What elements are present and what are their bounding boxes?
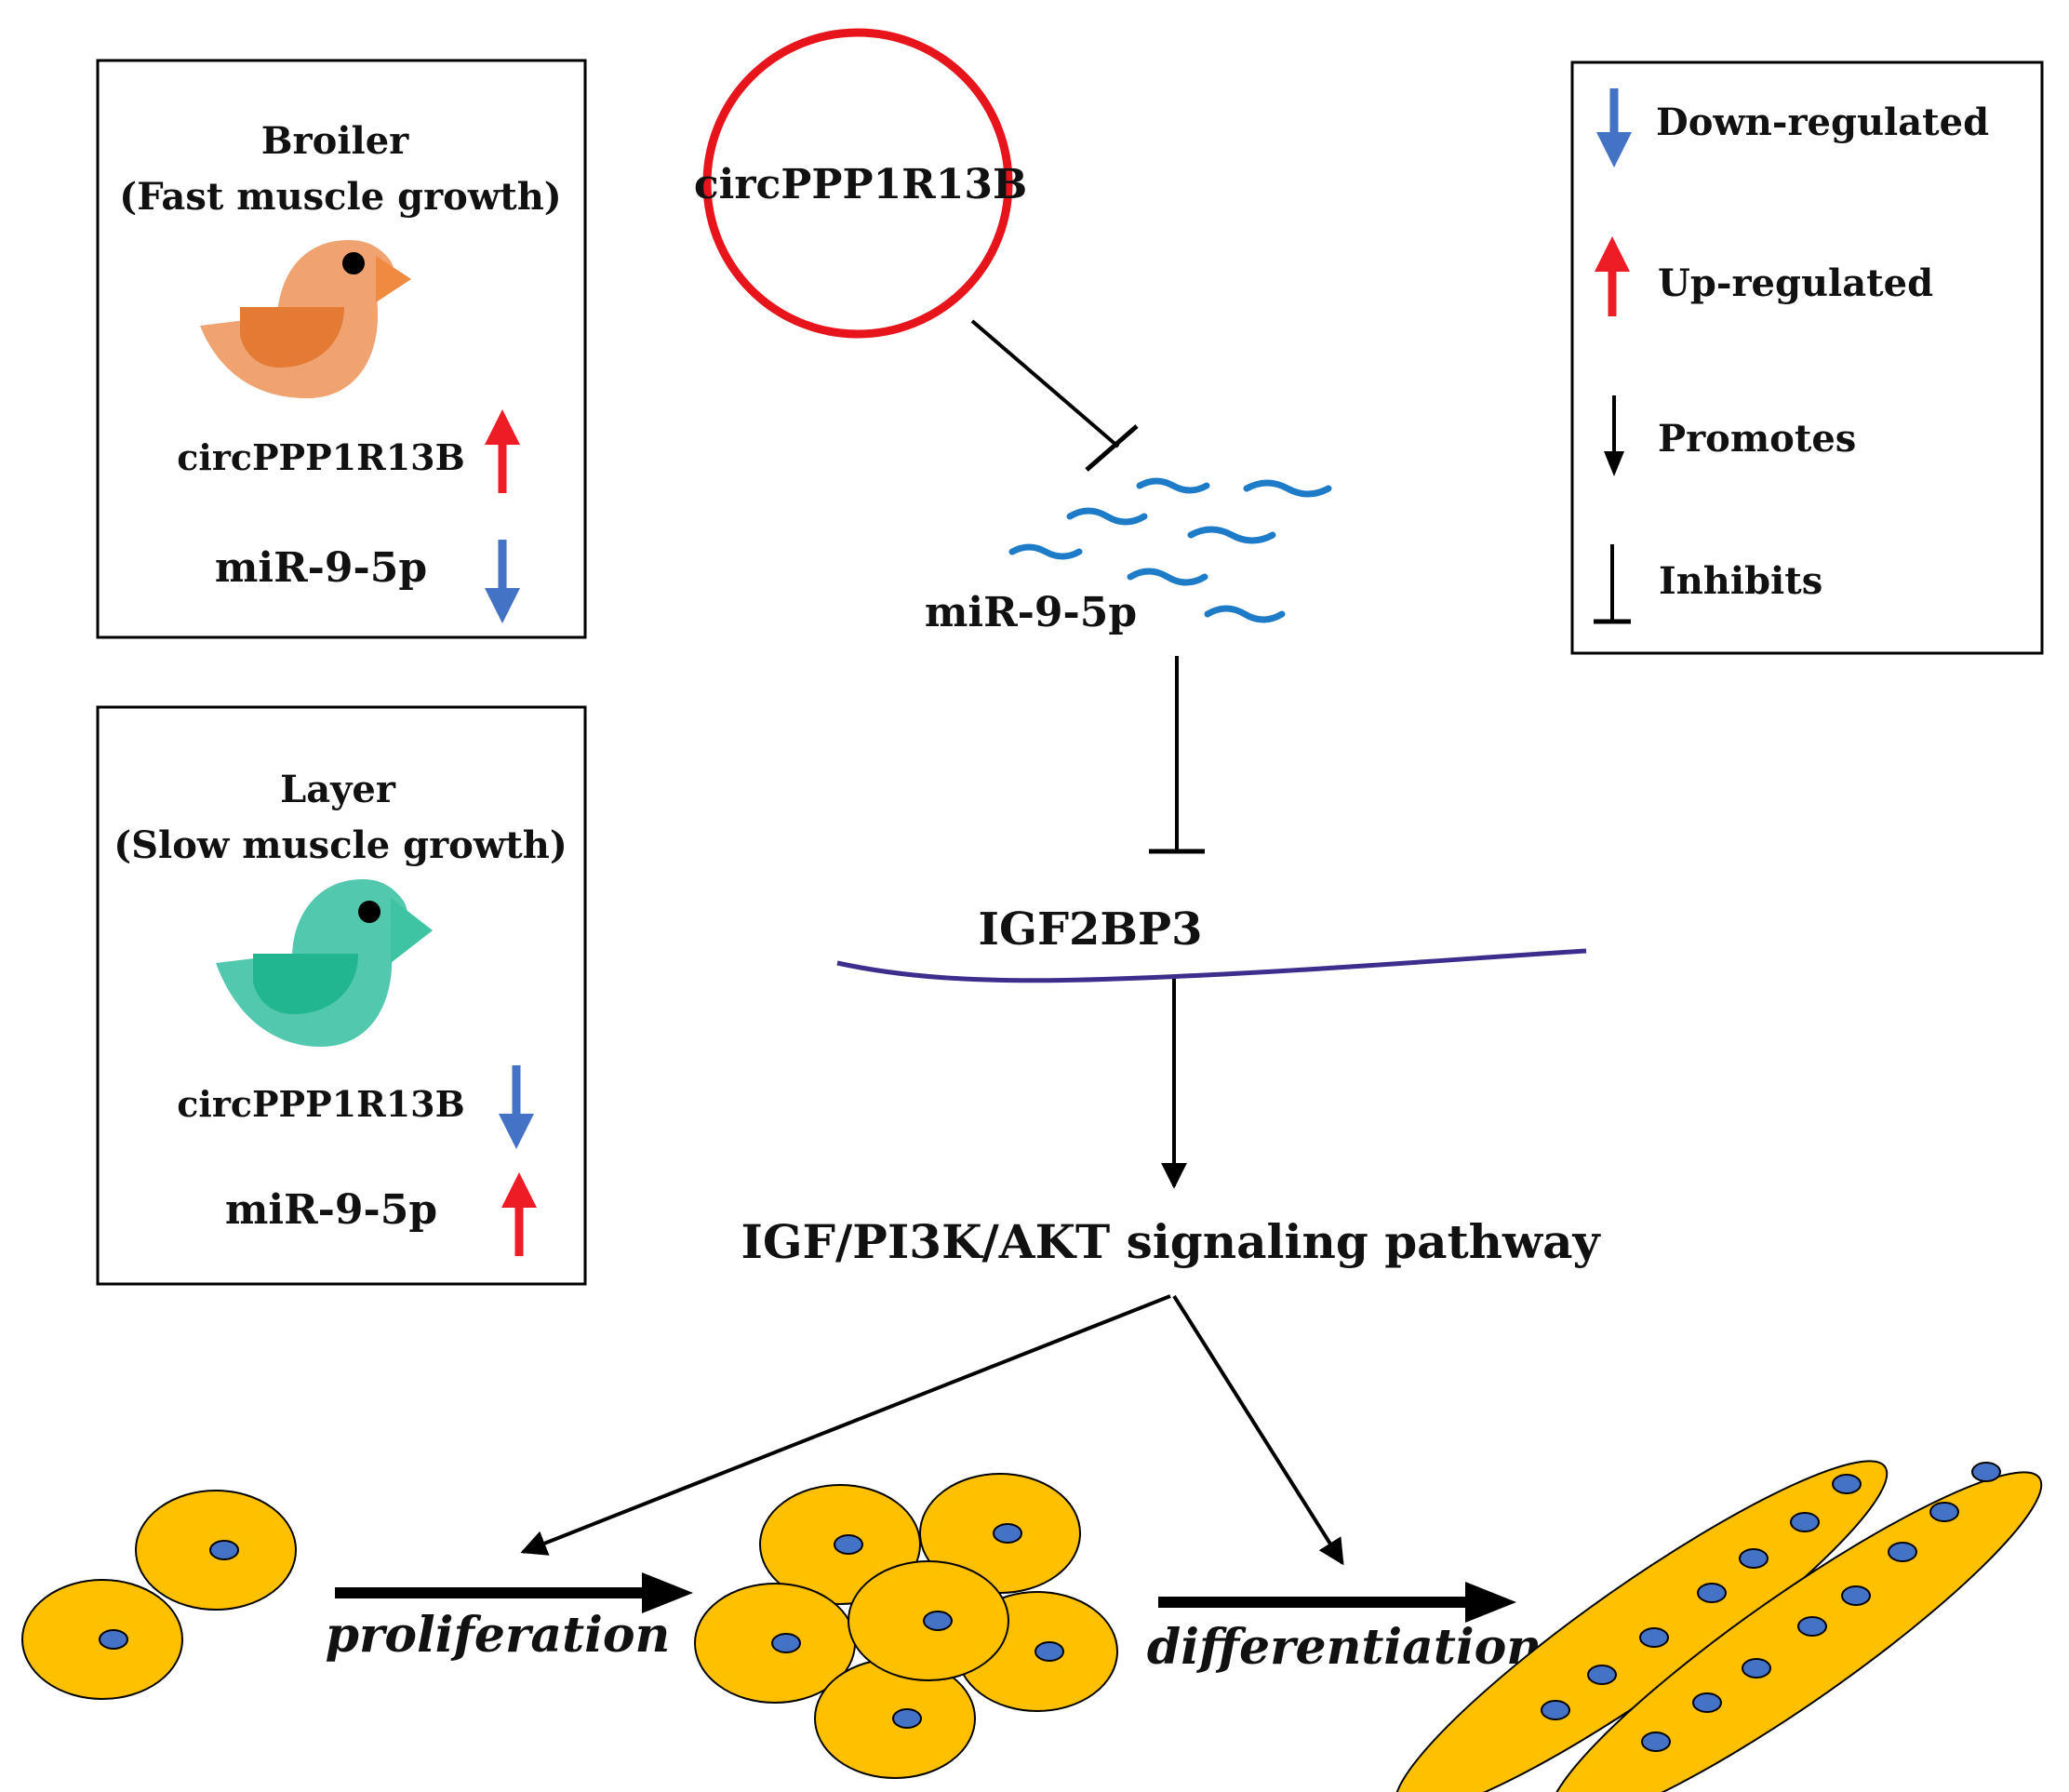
legend-up-label: Up-regulated bbox=[1658, 261, 1933, 305]
broiler-box: Broiler (Fast muscle growth) circPPP1R13… bbox=[96, 59, 587, 639]
circrna-label: circPPP1R13B bbox=[694, 161, 1027, 208]
mrna-strand bbox=[836, 948, 1587, 983]
mirna-label: miR-9-5p bbox=[925, 589, 1137, 636]
legend-down-arrow-icon bbox=[1596, 88, 1632, 167]
broiler-title: Broiler bbox=[261, 119, 409, 163]
legend-promotes-arrow-icon bbox=[1604, 395, 1624, 476]
broiler-subtitle: (Fast muscle growth) bbox=[119, 175, 561, 219]
promote-to-proliferation bbox=[520, 1294, 1171, 1556]
broiler-circ-label: circPPP1R13B bbox=[177, 436, 464, 478]
legend-inhibits-icon bbox=[1594, 544, 1631, 624]
promote-to-differentiation bbox=[1172, 1294, 1344, 1566]
layer-box: Layer (Slow muscle growth) circPPP1R13B … bbox=[96, 705, 587, 1286]
myoblast-pair bbox=[21, 1490, 297, 1700]
myotube-lower bbox=[1548, 1462, 2043, 1792]
proliferation-arrow bbox=[335, 1572, 693, 1613]
broiler-circ-up-arrow-icon bbox=[485, 409, 520, 493]
legend-promotes-label: Promotes bbox=[1658, 417, 1856, 461]
differentiation-label: differentiation bbox=[1147, 1619, 1542, 1676]
broiler-mir-label: miR-9-5p bbox=[215, 544, 427, 592]
layer-subtitle: (Slow muscle growth) bbox=[113, 823, 567, 867]
inhibit-mirna-to-target bbox=[1149, 656, 1205, 854]
layer-circ-label: circPPP1R13B bbox=[177, 1083, 464, 1125]
proliferated-cell-cluster bbox=[694, 1473, 1118, 1779]
mirna-cluster-icon bbox=[1008, 477, 1332, 623]
layer-circ-down-arrow-icon bbox=[499, 1065, 534, 1149]
broiler-bird-icon bbox=[200, 240, 411, 398]
legend-inhibits-label: Inhibits bbox=[1659, 559, 1822, 603]
layer-title: Layer bbox=[280, 768, 396, 811]
layer-bird-icon bbox=[216, 879, 433, 1047]
legend-box: Down-regulated Up-regulated Promotes Inh… bbox=[1570, 60, 2044, 655]
signaling-label: IGF/PI3K/AKT signaling pathway bbox=[741, 1214, 1601, 1269]
circrna-ring: circPPP1R13B bbox=[694, 28, 1027, 339]
differentiation-arrow bbox=[1158, 1582, 1516, 1623]
target-gene-label: IGF2BP3 bbox=[979, 903, 1203, 956]
broiler-mir-down-arrow-icon bbox=[485, 540, 520, 623]
layer-mir-label: miR-9-5p bbox=[225, 1186, 437, 1234]
layer-mir-up-arrow-icon bbox=[501, 1172, 537, 1256]
legend-up-arrow-icon bbox=[1595, 236, 1630, 316]
inhibit-circ-to-mirna bbox=[970, 319, 1139, 472]
proliferation-label: proliferation bbox=[326, 1607, 671, 1664]
legend-down-label: Down-regulated bbox=[1656, 100, 1989, 144]
